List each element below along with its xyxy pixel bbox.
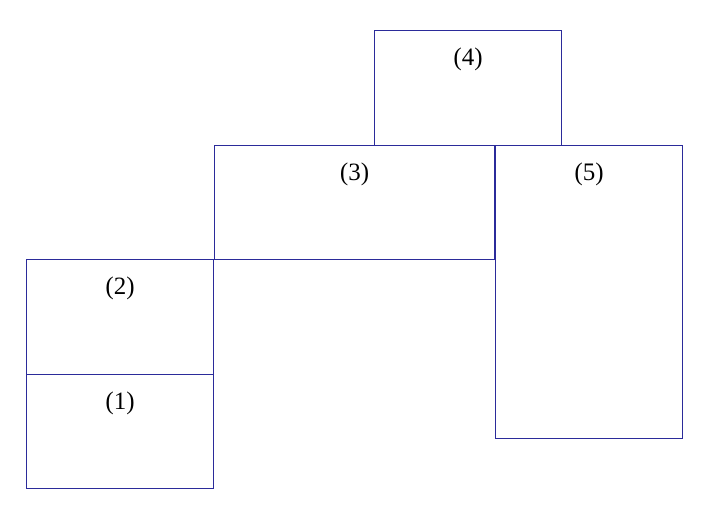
box-5-label: (5) <box>574 159 604 186</box>
box-1: (1) <box>26 374 214 489</box>
box-1-label: (1) <box>105 388 135 415</box>
box-5: (5) <box>495 145 683 439</box>
box-4: (4) <box>374 30 562 146</box>
box-3-label: (3) <box>339 159 370 186</box>
box-4-label: (4) <box>453 44 483 71</box>
box-3: (3) <box>214 145 495 260</box>
box-2: (2) <box>26 259 214 375</box>
box-2-label: (2) <box>105 273 135 300</box>
